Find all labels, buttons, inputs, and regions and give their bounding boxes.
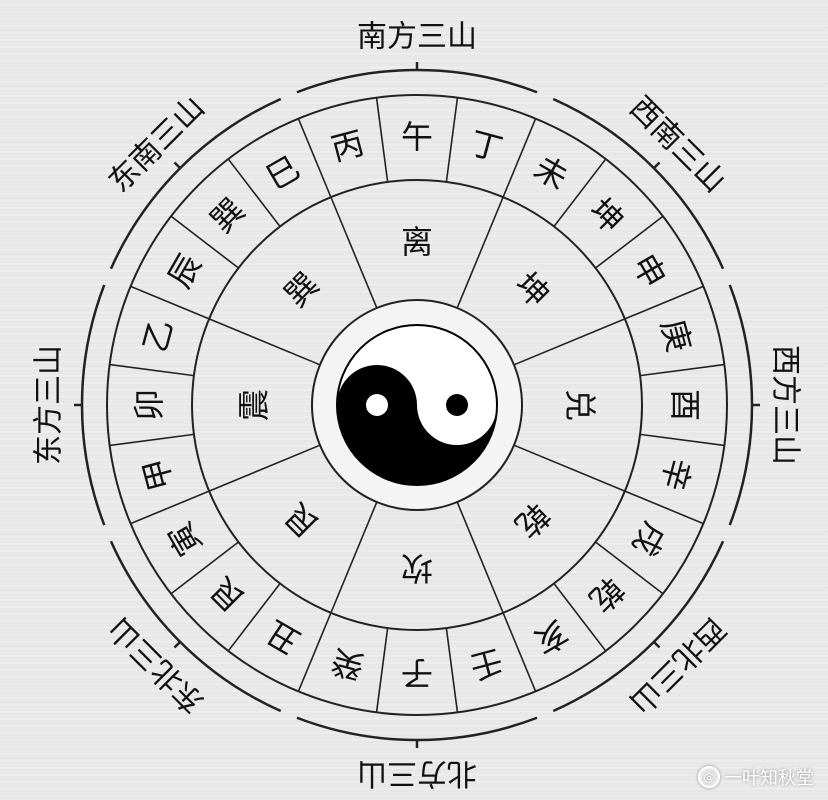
trigram-label: 震 [235,389,273,421]
trigram-divider [330,501,378,614]
trigram-label: 巽 [277,265,327,315]
direction-bracket [109,97,282,270]
mountain-divider [595,215,664,269]
mountain-divider [375,97,389,183]
yang-dot [366,394,388,416]
trigram-label: 离 [401,223,433,261]
mountain-label: 坤 [582,191,632,241]
bracket-tick [173,161,182,170]
mountain-label: 丙 [327,124,368,169]
mountain-label: 巽 [203,191,253,241]
mountain-label: 乾 [582,570,632,620]
trigram-divider [456,501,504,614]
trigram-divider [513,318,626,366]
ring-circle [191,179,643,631]
mountain-divider [227,158,281,227]
direction-label: 西南三山 [622,90,732,200]
mountain-label: 未 [528,148,575,197]
weibo-at-icon: @ [698,766,720,788]
mountain-divider [170,215,239,269]
watermark-text: 一叶知秋堂 [724,768,814,789]
trigram-label: 坤 [508,265,558,315]
mountain-label: 辰 [160,248,209,295]
bracket-tick [652,161,661,170]
mountain-label: 亥 [528,613,575,662]
mountain-label: 子 [401,654,433,692]
mountain-divider [109,363,195,377]
mountain-divider [130,285,210,320]
mountain-label: 壬 [466,641,507,686]
mountain-label: 甲 [136,454,181,495]
mountain-divider [109,433,195,447]
mountain-divider [639,363,725,377]
trigram-divider [208,444,321,492]
mountain-label: 戌 [625,516,674,563]
mountain-label: 巳 [260,148,307,197]
direction-label: 北方三山 [357,756,477,791]
mountain-divider [227,583,281,652]
trigram-label: 兑 [561,389,599,421]
mountain-divider [502,612,537,692]
mountain-label: 艮 [203,570,253,620]
mountain-divider [130,490,210,525]
direction-bracket [728,284,754,526]
trigram-divider [513,444,626,492]
yin-yang-symbol [336,324,498,486]
trigram-divider [208,318,321,366]
direction-label: 东北三山 [102,610,212,720]
direction-bracket [80,284,106,526]
direction-bracket [552,97,725,270]
ring-circle [106,94,728,716]
direction-label: 西方三山 [768,345,803,465]
mountain-label: 酉 [666,389,704,421]
mountain-divider [445,627,459,713]
mountain-label: 癸 [327,641,368,686]
direction-bracket [296,68,538,94]
mountain-divider [445,97,459,183]
mountain-label: 申 [625,248,674,295]
mountain-divider [553,158,607,227]
mountain-divider [595,541,664,595]
bracket-tick [173,640,182,649]
direction-bracket [109,540,282,713]
mountain-label: 丁 [466,124,507,169]
mountain-divider [297,612,332,692]
direction-label: 东方三山 [32,345,67,465]
direction-label: 南方三山 [357,20,477,55]
yin-dot [446,394,468,416]
mountain-divider [624,490,704,525]
mountain-label: 午 [401,118,433,156]
mountain-divider [297,118,332,198]
trigram-divider [456,196,504,309]
mountain-label: 乙 [136,315,181,356]
mountain-divider [639,433,725,447]
mountain-label: 庚 [653,315,698,356]
mountain-divider [502,118,537,198]
direction-label: 西北三山 [622,610,732,720]
mountain-divider [624,285,704,320]
trigram-label: 乾 [508,496,558,546]
mountain-divider [170,541,239,595]
trigram-label: 艮 [277,496,327,546]
trigram-divider [330,196,378,309]
mountain-label: 寅 [160,516,209,563]
mountain-label: 丑 [260,613,307,662]
direction-bracket [552,540,725,713]
mountain-label: 卯 [130,389,168,421]
trigram-label: 坎 [401,549,433,587]
bracket-tick [652,640,661,649]
direction-label: 东南三山 [102,90,212,200]
direction-bracket [296,716,538,742]
mountain-divider [553,583,607,652]
mountain-divider [375,627,389,713]
watermark: @ 一叶知秋堂 [698,764,814,790]
mountain-label: 辛 [653,454,698,495]
